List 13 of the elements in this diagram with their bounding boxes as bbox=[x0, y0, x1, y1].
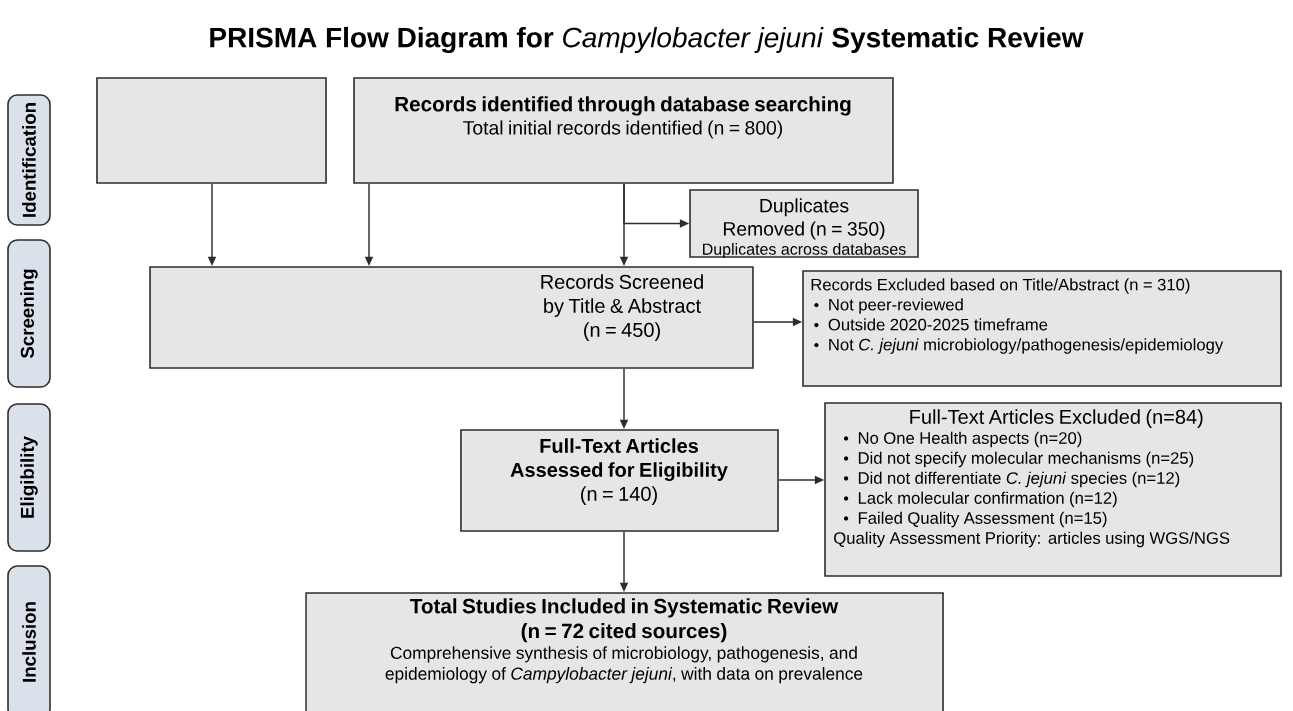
exclusion-box: Records Excluded based on Title/Abstract (n = 310) Not peer-reviewed Outside 2020-2025 timeframe Not C. jejuni microbiology/pathogenesis/epidemiology bbox=[802, 270, 1282, 387]
title: PRISMA Flow Diagram for Campylobacter jejuni Systematic Review bbox=[210, 26, 1084, 54]
process-box: Full-Text Articles Assessed for Eligibility (n = 140) bbox=[460, 429, 779, 532]
stage-label: Identification bbox=[7, 94, 51, 226]
stage-label: Screening bbox=[7, 239, 51, 388]
stage-label: Eligibility bbox=[7, 403, 51, 552]
process-box: Duplicates Removed (n = 350) Duplicates across databases bbox=[689, 189, 919, 258]
process-box: Records Screened by Title & Abstract (n = 450) bbox=[149, 266, 754, 369]
process-box: Total Studies Included in Systematic Review (n = 72 cited sources) Comprehensive synthesis of microbiology, pathogenesis, and epidemiology of Campylobacter jejuni, with data on prevalence bbox=[305, 592, 944, 711]
exclusion-box: Full-Text Articles Excluded (n=84) No One Health aspects (n=20) Did not specify molecular mechanisms (n=25) Did not differentiate C. jejuni species (n=12) Lack molecular confirmation (n=12) Failed Quality Assessment (n=15) Quality Assessment Priority: articles using WGS/NGS bbox=[824, 402, 1282, 577]
source-box bbox=[96, 77, 327, 184]
stage-label: Inclusion bbox=[7, 565, 51, 711]
process-box: Records identified through database searching Total initial records identified (n = 800) bbox=[353, 77, 894, 184]
